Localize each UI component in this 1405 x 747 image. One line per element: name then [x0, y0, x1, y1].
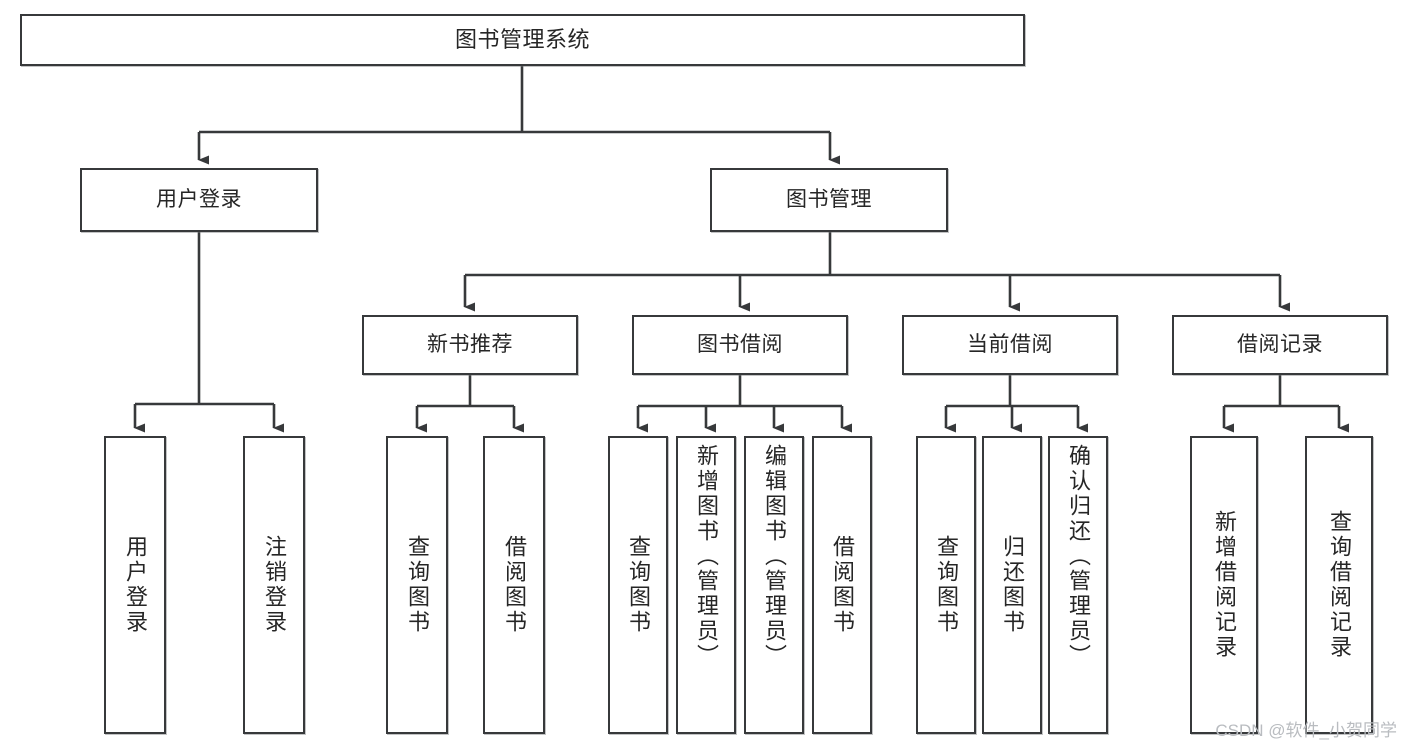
node-label: 编辑图书（管理员）	[762, 444, 787, 669]
node-new-book-recommend[interactable]: 新书推荐	[362, 315, 578, 375]
node-label: 借阅记录	[1237, 332, 1323, 356]
leaf-query-book-current[interactable]: 查询图书	[916, 436, 976, 734]
leaf-query-book-borrow[interactable]: 查询图书	[608, 436, 668, 734]
node-book-management[interactable]: 图书管理	[710, 168, 948, 232]
leaf-confirm-return-admin[interactable]: 确认归还（管理员）	[1048, 436, 1108, 734]
node-label: 确认归还（管理员）	[1066, 444, 1091, 669]
node-current-borrow[interactable]: 当前借阅	[902, 315, 1118, 375]
node-label: 用户登录	[156, 187, 242, 211]
leaf-add-borrow-record[interactable]: 新增借阅记录	[1190, 436, 1258, 734]
leaf-query-book-recommend[interactable]: 查询图书	[386, 436, 448, 734]
node-label: 新增借阅记录	[1212, 510, 1237, 660]
node-label: 新书推荐	[427, 332, 513, 356]
leaf-logout[interactable]: 注销登录	[243, 436, 305, 734]
leaf-user-login[interactable]: 用户登录	[104, 436, 166, 734]
node-label: 查询图书	[626, 535, 651, 635]
node-label: 查询借阅记录	[1327, 510, 1352, 660]
watermark: CSDN @软件_小贺同学	[1215, 721, 1397, 740]
node-label: 图书借阅	[697, 332, 783, 356]
leaf-edit-book-admin[interactable]: 编辑图书（管理员）	[744, 436, 804, 734]
node-label: 当前借阅	[967, 332, 1053, 356]
leaf-add-book-admin[interactable]: 新增图书（管理员）	[676, 436, 736, 734]
node-label: 用户登录	[123, 535, 148, 635]
node-label: 新增图书（管理员）	[694, 444, 719, 669]
node-label: 查询图书	[934, 535, 959, 635]
leaf-query-borrow-record[interactable]: 查询借阅记录	[1305, 436, 1373, 734]
node-label: 借阅图书	[830, 535, 855, 635]
node-label: 图书管理	[786, 187, 872, 211]
node-label: 注销登录	[262, 535, 287, 635]
node-book-borrow[interactable]: 图书借阅	[632, 315, 848, 375]
leaf-borrow-book[interactable]: 借阅图书	[812, 436, 872, 734]
node-borrow-record[interactable]: 借阅记录	[1172, 315, 1388, 375]
node-label: 查询图书	[405, 535, 430, 635]
node-user-login[interactable]: 用户登录	[80, 168, 318, 232]
leaf-return-book[interactable]: 归还图书	[982, 436, 1042, 734]
node-root-system[interactable]: 图书管理系统	[20, 14, 1025, 66]
node-label: 图书管理系统	[454, 27, 590, 53]
node-label: 归还图书	[1000, 535, 1025, 635]
node-label: 借阅图书	[502, 535, 527, 635]
leaf-borrow-book-recommend[interactable]: 借阅图书	[483, 436, 545, 734]
